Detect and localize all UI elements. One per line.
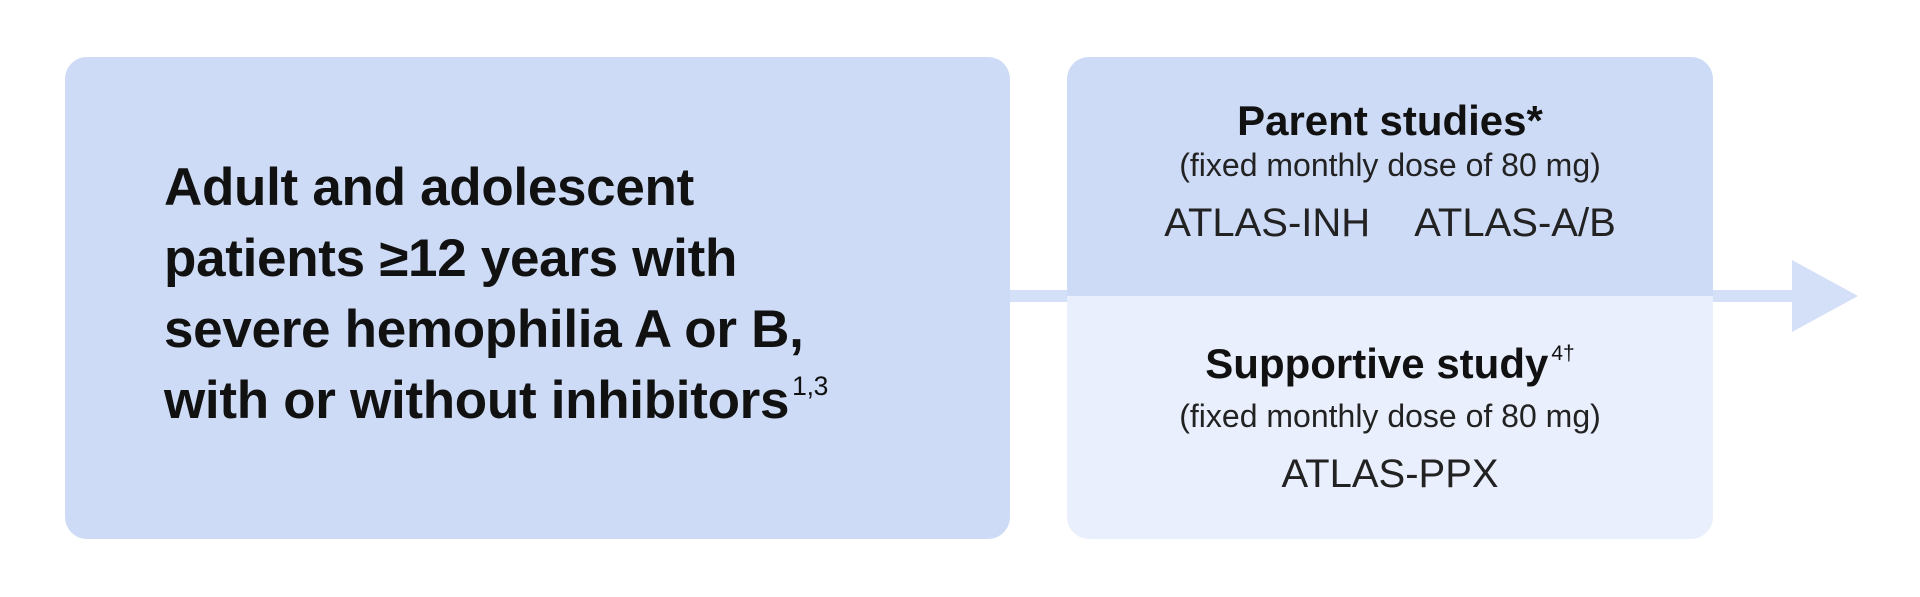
parent-studies-marker: * xyxy=(1526,97,1543,144)
supportive-study-list: ATLAS-PPX xyxy=(1067,450,1713,498)
study-name-atlas-ppx: ATLAS-PPX xyxy=(1281,452,1499,496)
patient-population-text: Adult and adolescent patients ≥12 years … xyxy=(164,152,828,445)
parent-studies-dose: (fixed monthly dose of 80 mg) xyxy=(1179,147,1601,183)
population-reference: 1,3 xyxy=(792,370,829,401)
population-line: with or without inhibitors xyxy=(164,370,790,430)
supportive-study-reference: 4† xyxy=(1551,342,1575,366)
parent-studies-title: Parent studies xyxy=(1237,97,1527,144)
study-name-atlas-inh: ATLAS-INH xyxy=(1164,201,1371,245)
flow-arrow-head-icon xyxy=(1792,260,1858,332)
parent-studies-panel: Parent studies* (fixed monthly dose of 8… xyxy=(1067,57,1713,296)
supportive-study-dose: (fixed monthly dose of 80 mg) xyxy=(1179,398,1601,434)
parent-studies-title-line: Parent studies* xyxy=(1067,97,1713,145)
study-name-atlas-ab: ATLAS-A/B xyxy=(1414,201,1616,245)
population-line: severe hemophilia A or B, xyxy=(164,299,804,359)
studies-box: Parent studies* (fixed monthly dose of 8… xyxy=(1067,57,1713,539)
population-line: patients ≥12 years with xyxy=(164,228,738,288)
population-line: Adult and adolescent xyxy=(164,157,694,217)
supportive-study-title: Supportive study xyxy=(1205,340,1549,387)
patient-population-box: Adult and adolescent patients ≥12 years … xyxy=(65,57,1010,539)
parent-studies-list: ATLAS-INH ATLAS-A/B xyxy=(1067,199,1713,247)
